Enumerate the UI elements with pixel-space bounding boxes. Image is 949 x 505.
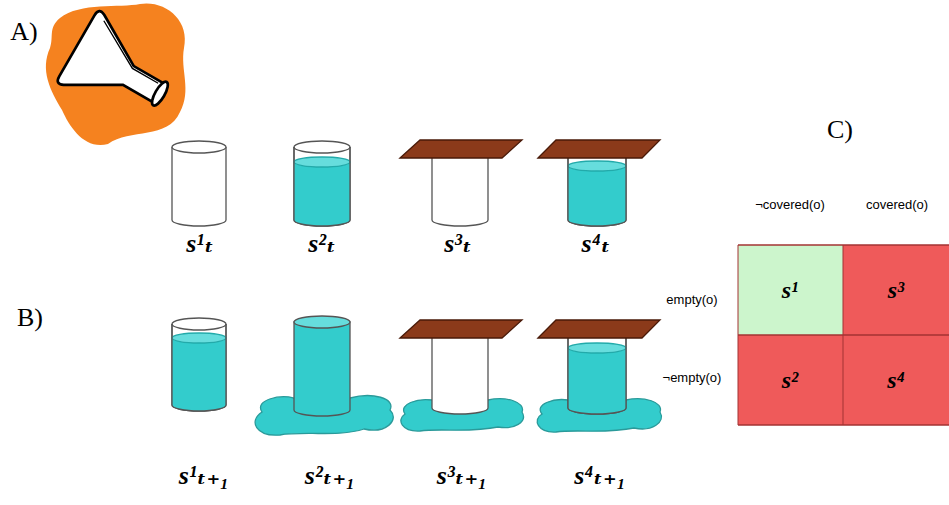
flask-shade <box>90 21 171 84</box>
panel-letter: C) <box>827 116 853 145</box>
row-header: ¬empty(o) <box>663 371 722 385</box>
water-surface <box>568 343 626 353</box>
row-header: empty(o) <box>666 293 717 307</box>
state-label: s¹ₜ₊₁ <box>179 462 229 491</box>
cup-full <box>294 322 350 416</box>
cover <box>538 140 660 158</box>
state-label: s³ₜ <box>444 230 472 259</box>
cups-row-t1 <box>172 316 661 435</box>
column-header: covered(o) <box>866 198 928 212</box>
orange-blob <box>46 3 186 145</box>
table-rule <box>843 245 844 425</box>
cup <box>294 147 350 226</box>
cup <box>432 336 488 414</box>
state-table <box>738 245 949 425</box>
flask <box>56 10 185 133</box>
table-cell-red <box>843 245 949 335</box>
cup-outline <box>568 336 626 414</box>
state-label: s⁴ₜ₊₁ <box>574 462 626 491</box>
cover <box>400 320 522 338</box>
cup-rim <box>172 141 226 153</box>
cup-outline <box>172 324 226 411</box>
cup-rim <box>294 141 350 153</box>
table-cell-red <box>738 335 843 425</box>
state-label: s²ₜ <box>308 230 336 259</box>
state-label: s¹ₜ <box>186 230 214 259</box>
cup <box>568 336 626 414</box>
panel-letter: B) <box>17 304 43 333</box>
panel-letter: A) <box>10 18 37 47</box>
cup-outline <box>568 156 626 226</box>
water-surface <box>294 157 350 167</box>
cover <box>538 320 660 338</box>
state-label: s⁴ₜ <box>582 230 611 259</box>
cup-rim <box>172 318 226 330</box>
water <box>568 348 626 414</box>
table-cell: s³ <box>888 277 905 303</box>
cup-rim <box>294 316 350 328</box>
cover <box>400 140 522 158</box>
cup <box>172 324 226 411</box>
state-label: s³ₜ₊₁ <box>437 462 487 491</box>
column-header: ¬covered(o) <box>755 198 825 212</box>
cup <box>568 156 626 226</box>
table-rule <box>738 245 739 425</box>
table-cell: s² <box>782 367 799 393</box>
flask-icon <box>46 3 186 145</box>
water <box>568 166 626 226</box>
table-cell-green <box>738 245 843 335</box>
flask-body <box>56 10 180 130</box>
water-surface <box>568 161 626 171</box>
table-cell: s¹ <box>782 277 799 303</box>
cups-row-t <box>172 140 660 226</box>
water <box>294 162 350 226</box>
cup-outline <box>294 147 350 226</box>
table-cell-red <box>843 335 949 425</box>
cup <box>172 147 226 226</box>
water <box>172 338 226 411</box>
state-label: s²ₜ₊₁ <box>305 462 355 491</box>
flask-rim <box>149 80 171 108</box>
water-surface <box>172 333 226 343</box>
table-cell: s⁴ <box>887 367 905 393</box>
cup <box>432 156 488 226</box>
